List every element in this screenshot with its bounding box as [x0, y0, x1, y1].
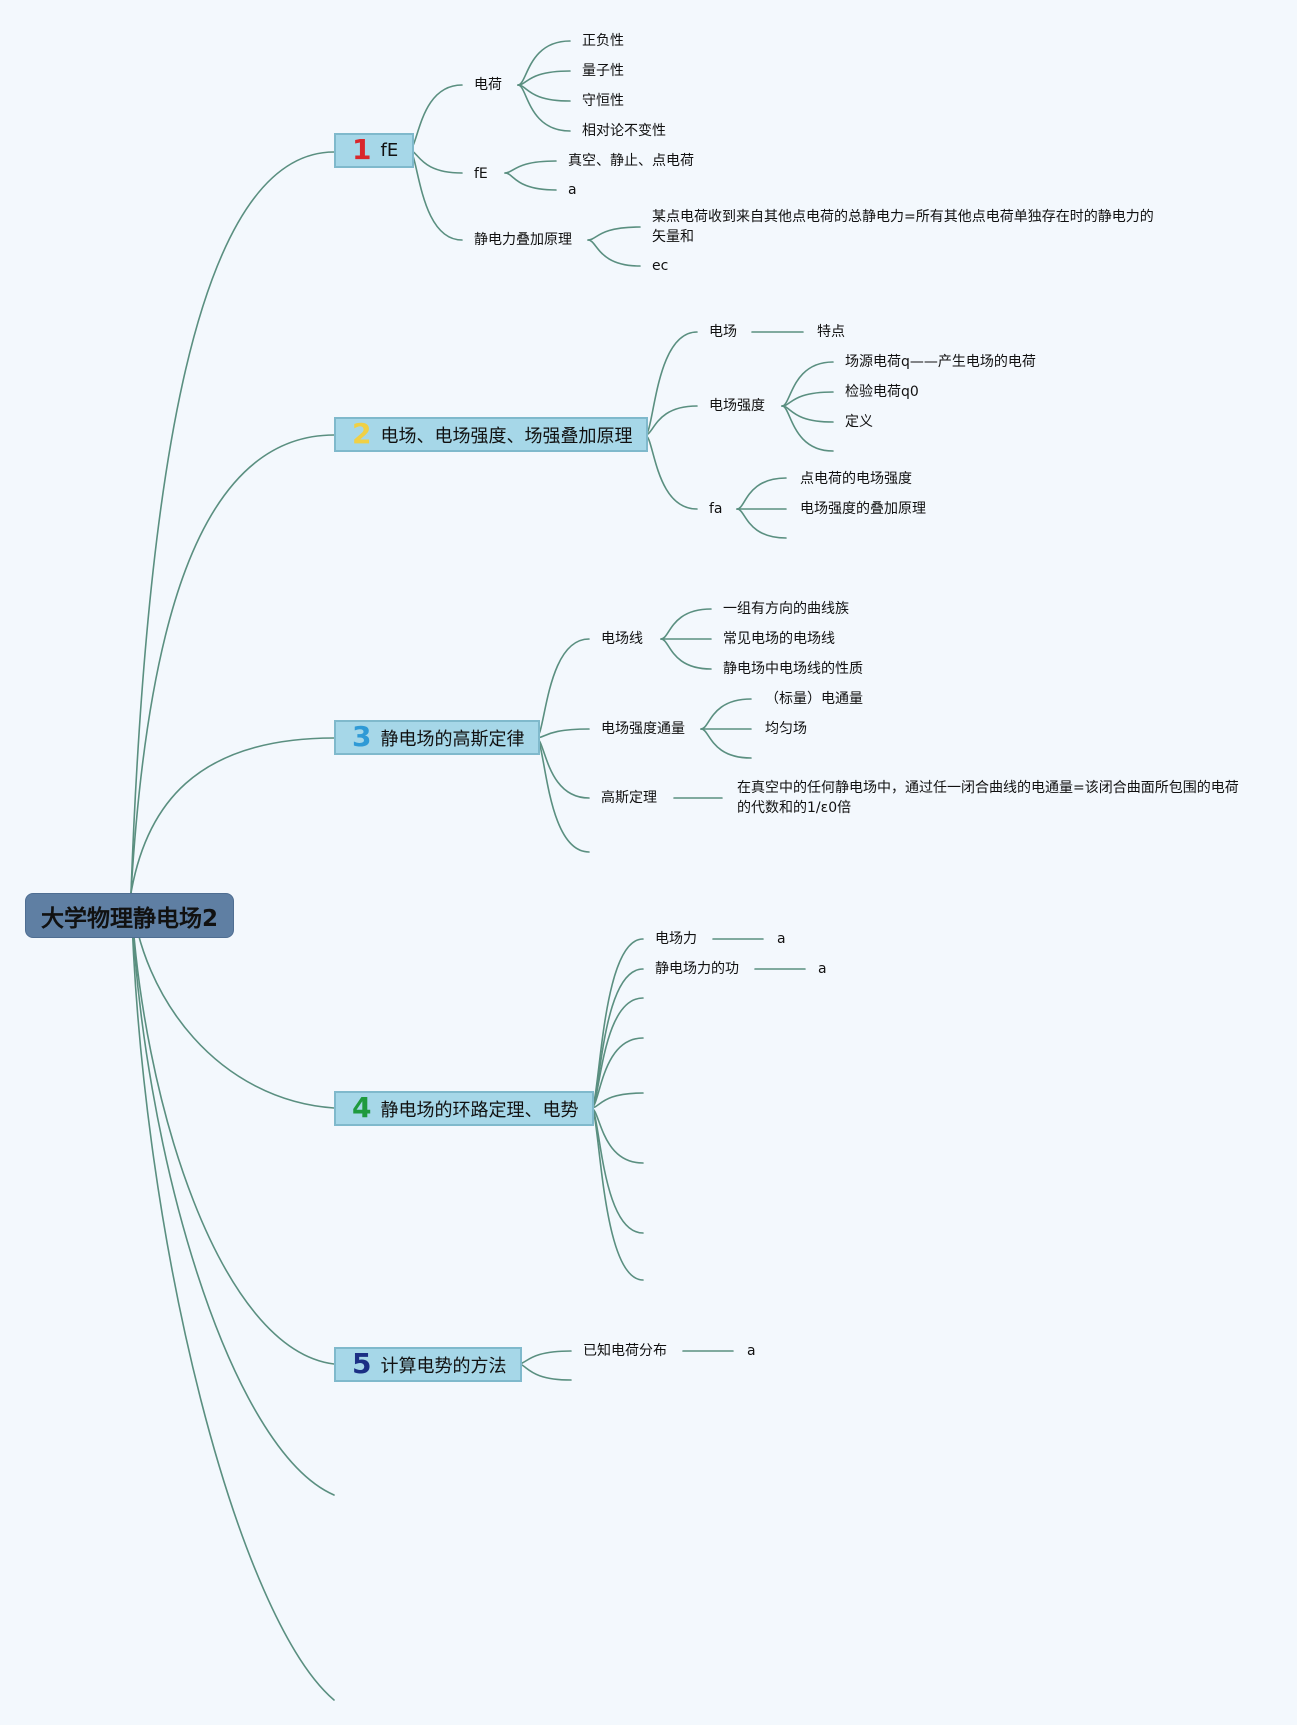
connector-9	[587, 226, 641, 241]
branch-1-label: fE	[380, 140, 399, 161]
node-superposition[interactable]: 静电力叠加原理	[474, 232, 572, 248]
node-known-charge-item[interactable]: a	[747, 1343, 756, 1359]
node-strength-item-3[interactable]: 定义	[845, 414, 873, 430]
branch-5-topic[interactable]: 5 计算电势的方法	[334, 1346, 523, 1382]
connector-8	[504, 172, 557, 191]
connector-16	[781, 391, 834, 407]
connector-25	[535, 737, 590, 853]
node-superposition-item-2[interactable]: ec	[652, 258, 669, 274]
node-strength-item-2[interactable]: 检验电荷q0	[845, 384, 919, 400]
root-to-branch-1	[130, 151, 335, 894]
node-fe[interactable]: fE	[474, 166, 488, 182]
branch-4-number-badge: 4	[352, 1090, 372, 1124]
root-to-empty-branch-7	[130, 892, 335, 1701]
branch-1-number-badge: 1	[352, 132, 372, 166]
connector-6	[517, 84, 571, 132]
connector-4	[517, 70, 571, 86]
node-field[interactable]: 电场	[709, 324, 737, 340]
node-known-charge[interactable]: 已知电荷分布	[583, 1343, 667, 1359]
branch-2-topic[interactable]: 2 电场、电场强度、场强叠加原理	[334, 416, 649, 452]
node-lines-item-2[interactable]: 常见电场的电场线	[723, 631, 835, 647]
node-strength[interactable]: 电场强度	[709, 398, 765, 414]
connector-15	[781, 361, 834, 407]
branch-1-topic[interactable]: 1 fE	[334, 132, 415, 168]
node-lines-item-3[interactable]: 静电场中电场线的性质	[723, 661, 863, 677]
connector-17	[781, 405, 834, 423]
branch-2-label: 电场、电场强度、场强叠加原理	[380, 425, 633, 447]
connector-44	[517, 1363, 572, 1381]
node-fe-item-1[interactable]: 真空、静止、点电荷	[568, 153, 694, 169]
connector-43	[517, 1350, 572, 1365]
connector-39	[590, 1107, 644, 1234]
connector-29	[700, 698, 752, 730]
connector-13	[644, 434, 698, 510]
connector-10	[587, 239, 641, 267]
node-charge-item-4[interactable]: 相对论不变性	[582, 123, 666, 139]
connector-37	[590, 1092, 644, 1109]
root-to-branch-2	[130, 434, 335, 894]
branch-5-label: 计算电势的方法	[380, 1355, 507, 1377]
branch-4-label: 静电场的环路定理、电势	[380, 1099, 579, 1121]
node-field-work[interactable]: 静电场力的功	[655, 961, 739, 977]
connector-0	[408, 84, 463, 151]
connector-18	[781, 405, 834, 452]
connector-31	[700, 728, 752, 759]
root-topic[interactable]: 大学物理静电场2	[25, 893, 234, 938]
node-gauss[interactable]: 高斯定理	[601, 790, 657, 806]
node-superposition-item-1[interactable]: 某点电荷收到来自其他点电荷的总静电力=所有其他点电荷单独存在时的静电力的矢量和	[652, 209, 1154, 245]
connector-21	[736, 508, 787, 539]
node-fa-item-2[interactable]: 电场强度的叠加原理	[800, 501, 926, 517]
node-field-lines[interactable]: 电场线	[601, 631, 643, 647]
node-fa[interactable]: fa	[709, 501, 723, 517]
node-charge-item-1[interactable]: 正负性	[582, 33, 624, 49]
connector-19	[736, 477, 787, 510]
node-fe-item-2[interactable]: a	[568, 182, 577, 198]
node-field-work-item[interactable]: a	[818, 961, 827, 977]
connector-11	[644, 331, 698, 436]
branch-3-number-badge: 3	[352, 719, 372, 753]
root-to-branch-3	[130, 737, 335, 894]
node-charge-item-2[interactable]: 量子性	[582, 63, 624, 79]
root-topic-label: 大学物理静电场2	[40, 905, 218, 932]
connector-23	[535, 728, 590, 739]
node-charge-item-3[interactable]: 守恒性	[582, 93, 624, 109]
connector-7	[504, 160, 557, 174]
branch-3-topic[interactable]: 3 静电场的高斯定律	[334, 719, 541, 755]
connector-26	[660, 608, 712, 640]
connector-22	[535, 638, 590, 739]
branch-4-topic[interactable]: 4 静电场的环路定理、电势	[334, 1090, 595, 1126]
node-electric-force[interactable]: 电场力	[655, 931, 697, 947]
node-field-item[interactable]: 特点	[817, 324, 845, 340]
connector-3	[517, 40, 571, 86]
node-strength-item-1[interactable]: 场源电荷q——产生电场的电荷	[845, 354, 1036, 370]
node-gauss-item[interactable]: 在真空中的任何静电场中，通过任一闭合曲线的电通量=该闭合曲面所包围的电荷的代数和…	[737, 780, 1239, 816]
node-flux-item-1[interactable]: （标量）电通量	[765, 691, 863, 707]
branch-3-label: 静电场的高斯定律	[380, 728, 525, 750]
node-flux[interactable]: 电场强度通量	[601, 721, 685, 737]
root-to-empty-branch-6	[130, 892, 335, 1496]
connector-2	[408, 149, 463, 241]
node-electric-force-item[interactable]: a	[777, 931, 786, 947]
branch-2-number-badge: 2	[352, 416, 372, 450]
branch-5-number-badge: 5	[352, 1346, 372, 1380]
node-fa-item-1[interactable]: 点电荷的电场强度	[800, 471, 912, 487]
connector-28	[660, 638, 712, 670]
node-charge[interactable]: 电荷	[474, 77, 502, 93]
root-to-branch-5	[130, 892, 335, 1365]
connector-5	[517, 84, 571, 102]
node-lines-item-1[interactable]: 一组有方向的曲线族	[723, 601, 849, 617]
node-flux-item-2[interactable]: 均匀场	[765, 721, 807, 737]
